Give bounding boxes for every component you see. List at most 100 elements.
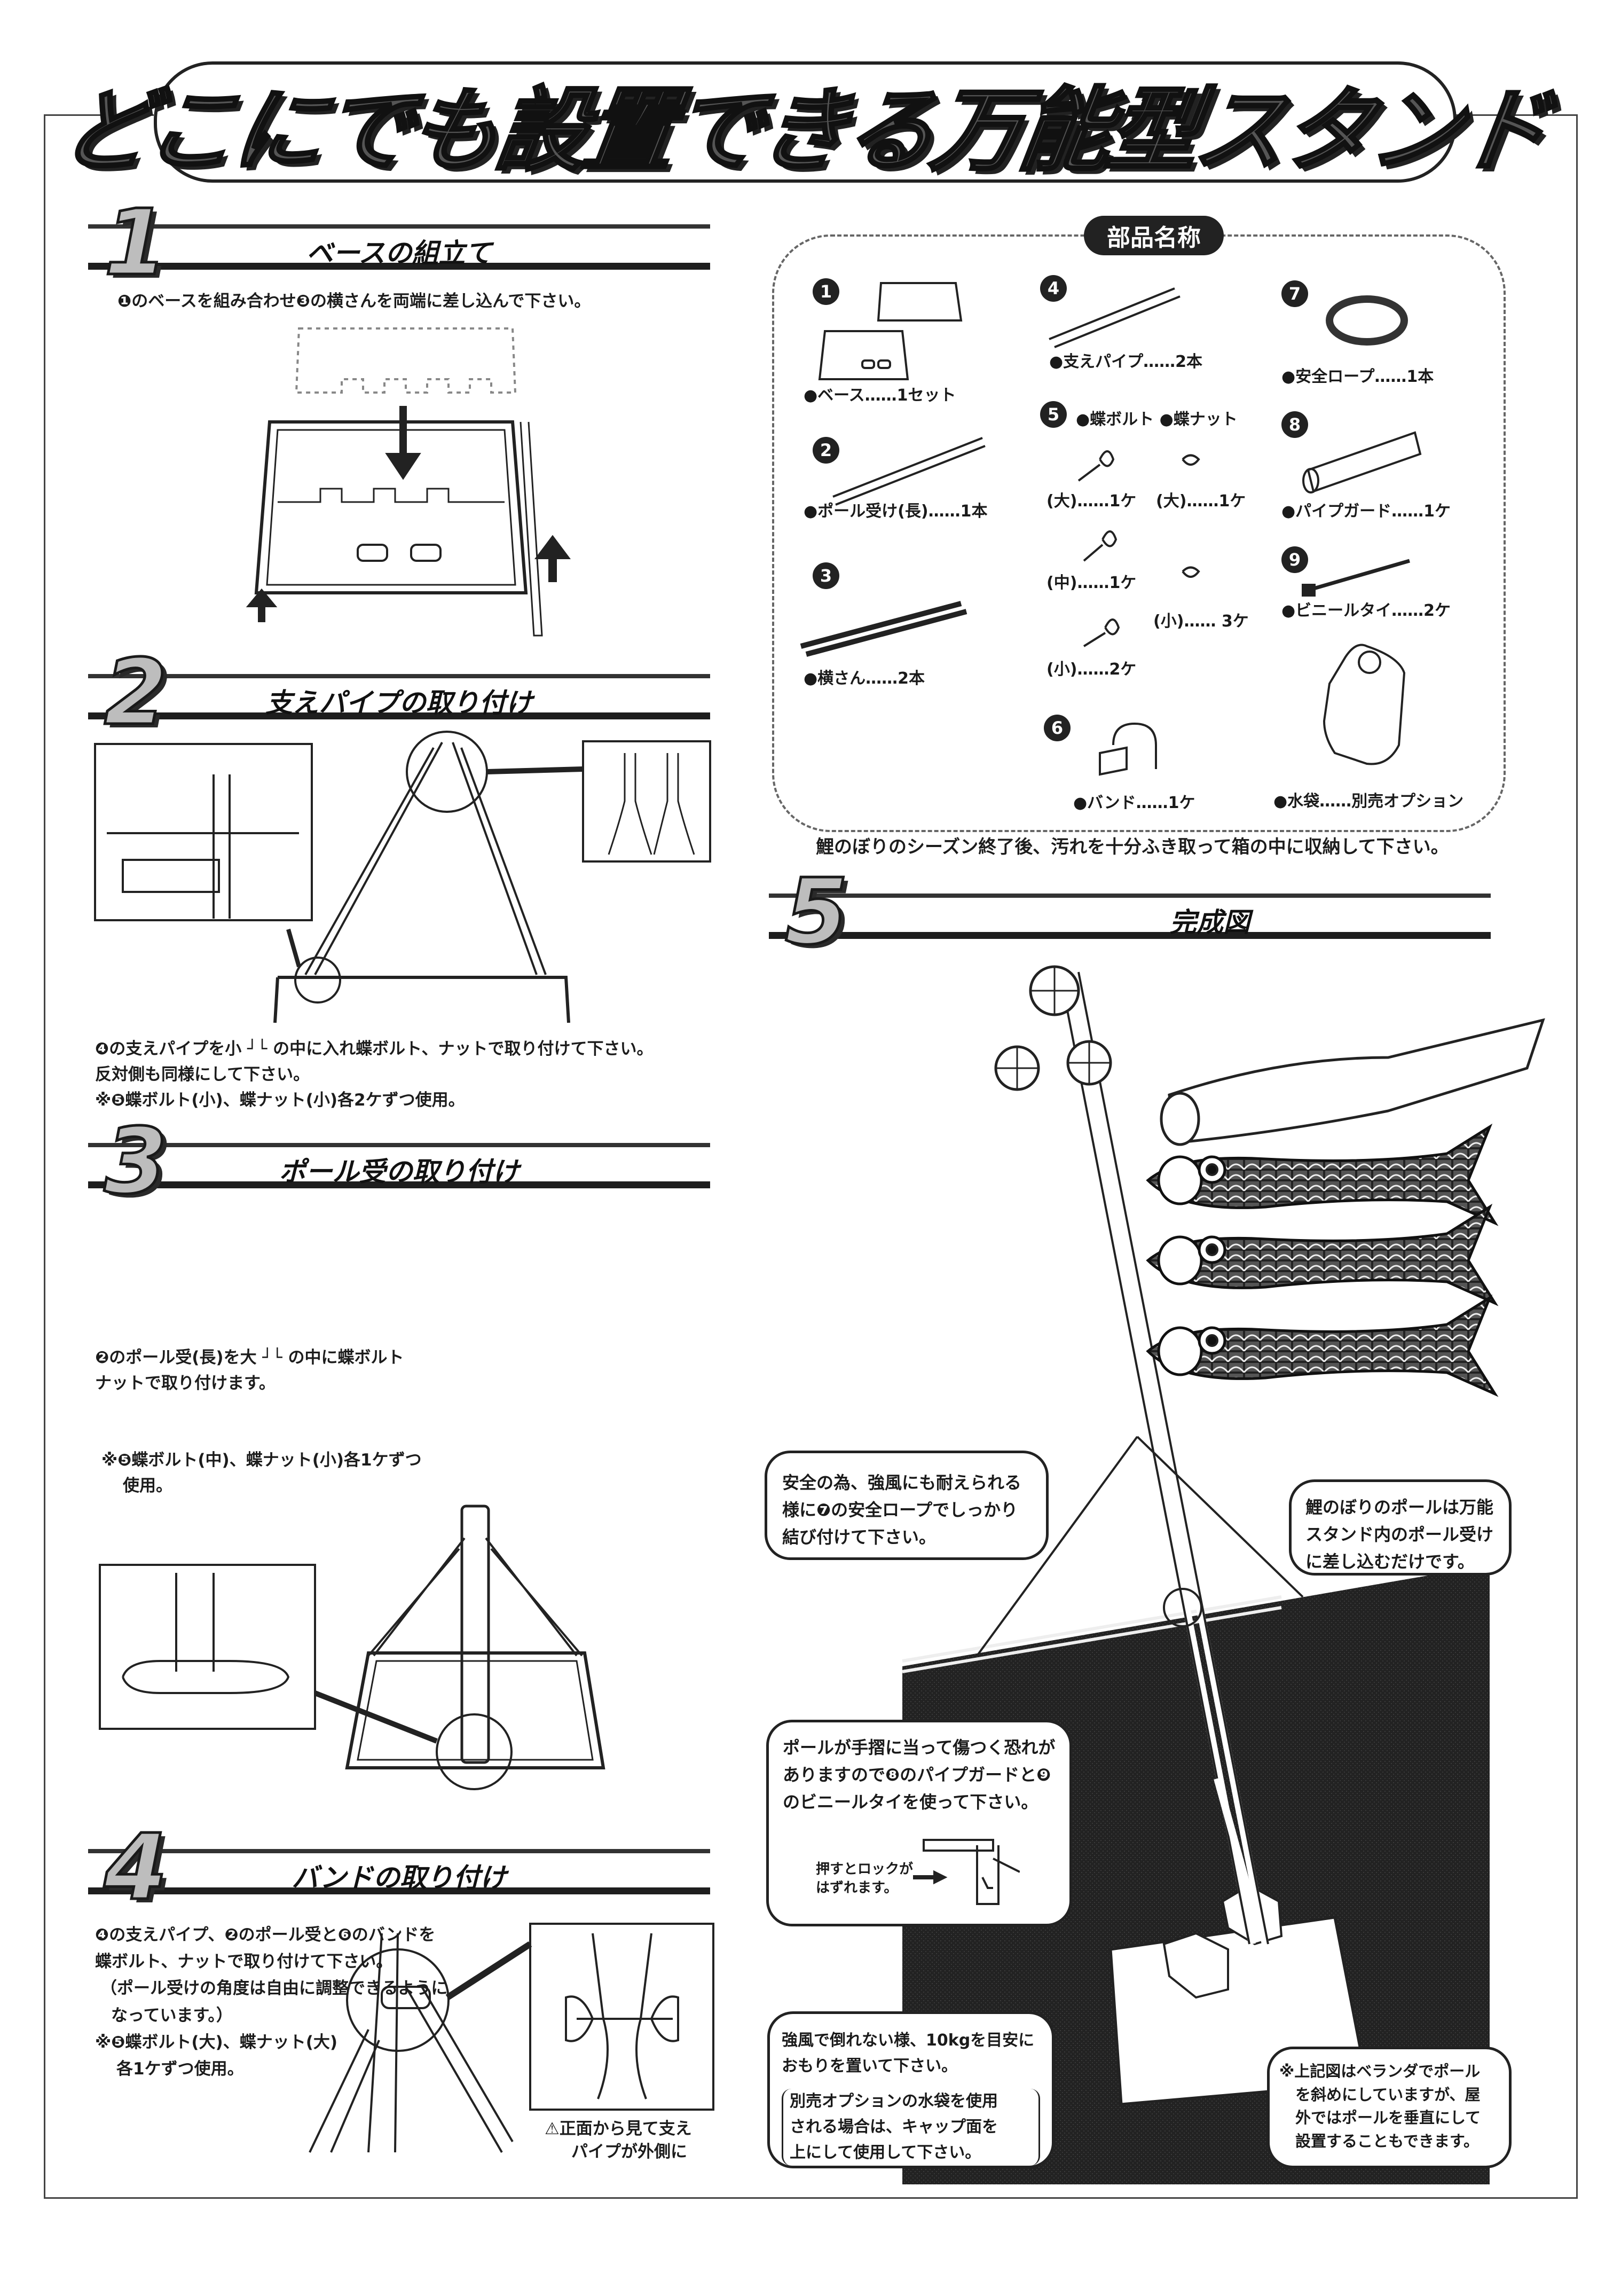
nut-size-large: (大)……1ケ [1156, 492, 1246, 511]
callout-line: に差し込むだけです。 [1305, 1551, 1475, 1572]
instruction-line: 蝶ボルト、ナットで取り付けて下さい。 [95, 1952, 393, 1972]
section-number: 3 [103, 1109, 168, 1214]
lock-line: 押すとロックが [816, 1861, 914, 1877]
section-2-header: 2 支えパイプの取り付け [88, 646, 710, 740]
part-number: 9 [1281, 546, 1308, 573]
part-label: ●安全ロープ……1本 [1281, 367, 1434, 386]
part-number: 3 [813, 562, 839, 589]
section-title: 完成図 [1170, 906, 1250, 938]
lock-line: はずれます。 [816, 1880, 898, 1897]
callout-line: 上にして使用して下さい。 [790, 2143, 981, 2162]
callout-line: 様に❼の安全ロープでしっかり [782, 1500, 1018, 1521]
section-4-header: 4 バンドの取り付け [88, 1821, 710, 1915]
header-rule [88, 674, 710, 678]
callout-line: 鯉のぼりのポールは万能 [1305, 1497, 1494, 1517]
instruction-line: ナットで取り付けます。 [95, 1374, 276, 1393]
page-title: どこにでも設置できる万能型スタンド [53, 76, 1555, 185]
header-rule [88, 1181, 710, 1188]
section-2-instructions: ❹の支えパイプを小 ┘└ の中に入れ蝶ボルト、ナットで取り付けて下さい。 反対側… [95, 1036, 654, 1113]
title-banner: どこにでも設置できる万能型スタンド [53, 61, 1555, 185]
count: ……1ケ [1077, 574, 1137, 592]
callout-line: 結び付けて下さい。 [782, 1527, 937, 1548]
part-label: ●ベース……1セット [804, 386, 956, 405]
instruction-line: ※❺蝶ボルト(小)、蝶ナット(小)各2ケずつ使用。 [95, 1091, 465, 1110]
part-number: 5 [1040, 401, 1067, 428]
header-rule [769, 932, 1491, 939]
count: ……2ケ [1077, 660, 1137, 679]
header-rule [88, 224, 710, 229]
bolt-size-small: (小)……2ケ [1046, 660, 1137, 679]
header-rule [88, 1143, 710, 1147]
page-frame [44, 114, 1578, 2199]
part-label: ●ビニールタイ……2ケ [1281, 601, 1451, 620]
section-3-note: ※❺蝶ボルト(中)、蝶ナット(小)各1ケずつ 使用。 [101, 1447, 422, 1499]
section-1-instruction: ❶のベースを組み合わせ❸の横さんを両端に差し込んで下さい。 [117, 292, 591, 311]
nut-size-small: (小)…… 3ケ [1153, 612, 1249, 631]
frame-top-left [44, 114, 154, 116]
part-number: 6 [1044, 715, 1071, 741]
callout-line: ありますので❽のパイプガードと❾ [783, 1765, 1051, 1785]
callout-line: 別売オプションの水袋を使用 [790, 2092, 998, 2111]
instruction-line: 反対側も同様にして下さい。 [95, 1065, 310, 1085]
water-bag-option-note: 別売オプションの水袋を使用 される場合は、キャップ面を 上にして使用して下さい。 [782, 2089, 1040, 2166]
lock-release-note: 押すとロックが はずれます。 [816, 1860, 913, 1898]
section-1-header: 1 ベースの組立て [88, 197, 710, 290]
section-number: 5 [783, 859, 849, 965]
section-number: 1 [103, 190, 168, 296]
header-rule [88, 712, 710, 719]
section-5-header: 5 完成図 [769, 866, 1491, 959]
callout-pole-insert: 鯉のぼりのポールは万能 スタンド内のポール受け に差し込むだけです。 [1289, 1479, 1512, 1576]
part-label: ●ポール受け(長)……1本 [804, 502, 988, 521]
instruction-line: 各1ケずつ使用。 [116, 2059, 244, 2079]
instruction-line: ❷のポール受(長)を大 ┘└ の中に蝶ボルト [95, 1348, 404, 1367]
callout-line: 強風で倒れない様、10kgを目安に [782, 2031, 1035, 2050]
callout-line: される場合は、キャップ面を [790, 2118, 998, 2136]
callout-line: 安全の為、強風にも耐えられる [782, 1472, 1022, 1493]
section-title: ポール受の取り付け [279, 1156, 520, 1187]
instruction-line: ❹の支えパイプ、❷のポール受と❻のバンドを [95, 1925, 436, 1945]
callout-line: ※上記図はベランダでポール [1279, 2062, 1481, 2080]
count: …… 3ケ [1184, 612, 1249, 631]
part-number: 4 [1040, 275, 1067, 302]
part-number: 8 [1281, 411, 1308, 438]
callout-line: のビニールタイを使って下さい。 [783, 1792, 1038, 1813]
frame-top-right [1450, 114, 1576, 116]
note-line: ※❺蝶ボルト(中)、蝶ナット(小)各1ケずつ [101, 1451, 422, 1470]
size: 中 [1053, 574, 1070, 592]
pipe-guard-clip-icon [913, 1839, 1020, 1905]
section-4-instructions: ❹の支えパイプ、❷のポール受と❻のバンドを 蝶ボルト、ナットで取り付けて下さい。… [95, 1922, 447, 2082]
section-title: 支えパイプの取り付け [265, 687, 533, 718]
size: 小 [1053, 660, 1070, 679]
warning-note: ⚠正面から見て支え パイプが外側に [545, 2118, 692, 2164]
parts-heading: 部品名称 [1084, 216, 1224, 255]
count: ……1ケ [1186, 492, 1246, 511]
note-line: 使用。 [123, 1476, 172, 1496]
header-rule [769, 894, 1491, 898]
size: 大 [1163, 492, 1179, 511]
callout-pipe-guard: ポールが手摺に当って傷つく恐れが ありますので❽のパイプガードと❾ のビニールタ… [766, 1720, 1072, 1926]
header-rule [88, 263, 710, 270]
callout-line: 外ではポールを垂直にして [1295, 2109, 1481, 2127]
section-number: 4 [103, 1815, 168, 1921]
instruction-line: （ポール受けの角度は自由に調整できるように [100, 1979, 448, 1999]
section-title: ベースの組立て [306, 237, 492, 269]
warning-line: ⚠正面から見て支え [545, 2119, 692, 2138]
part-number: 7 [1281, 280, 1308, 307]
instruction-line: ❹の支えパイプを小 ┘└ の中に入れ蝶ボルト、ナットで取り付けて下さい。 [95, 1039, 654, 1059]
part-number: 2 [813, 437, 839, 464]
part-label: ●蝶ボルト ●蝶ナット [1076, 410, 1238, 429]
size: 大 [1053, 492, 1070, 511]
parts-list-box [772, 234, 1506, 832]
count: ……1ケ [1077, 492, 1137, 511]
callout-line: ポールが手摺に当って傷つく恐れが [783, 1737, 1056, 1758]
callout-safety-rope: 安全の為、強風にも耐えられる 様に❼の安全ロープでしっかり 結び付けて下さい。 [765, 1451, 1049, 1560]
part-label: ●バンド……1ケ [1073, 794, 1195, 812]
section-3-header: 3 ポール受の取り付け [88, 1115, 710, 1209]
header-rule [88, 1849, 710, 1853]
part-label: ●横さん……2本 [804, 669, 925, 688]
part-number: 1 [813, 278, 839, 305]
callout-line: スタンド内のポール受け [1305, 1524, 1494, 1545]
instruction-line: ※❺蝶ボルト(大)、蝶ナット(大) [95, 2032, 338, 2052]
callout-line: おもりを置いて下さい。 [782, 2057, 958, 2075]
callout-line: を斜めにしていますが、屋 [1295, 2085, 1481, 2104]
